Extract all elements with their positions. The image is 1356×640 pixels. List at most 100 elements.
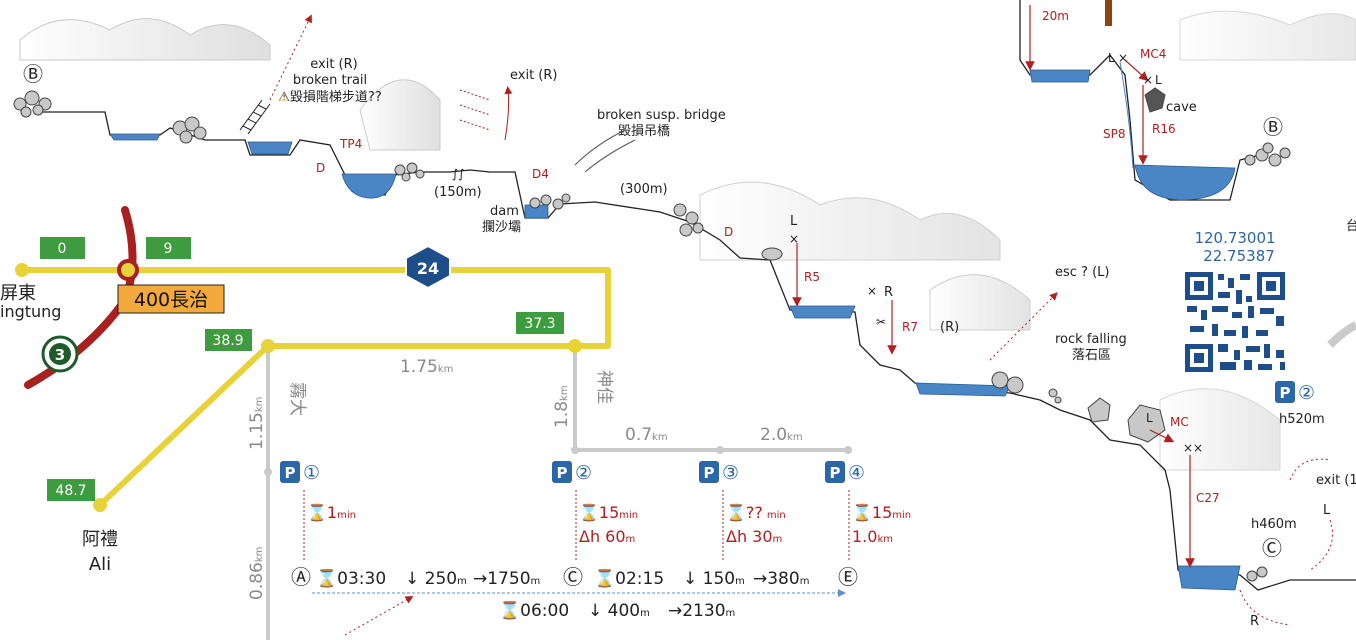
mc4: MC4 <box>1140 47 1166 61</box>
seg-0-86: 0.86 <box>247 562 267 600</box>
coord-lon: 120.73001 <box>1194 229 1275 247</box>
svg-text:0.7km: 0.7km <box>625 425 668 445</box>
seg-1-15: 1.15 <box>247 412 267 450</box>
exit-partial: exit (1 <box>1316 473 1356 488</box>
anchor-xx: ×× <box>1183 441 1203 455</box>
parking-2-right[interactable]: P ② h520m <box>1275 381 1325 427</box>
d-1: D <box>316 161 325 175</box>
parking-3-hourglass-icon: ⌛ <box>726 503 746 522</box>
place-wuda: 霧大 <box>287 382 307 416</box>
qr-code-icon[interactable] <box>1185 272 1285 372</box>
parking-4-letter: P <box>830 464 841 482</box>
parking-2[interactable]: P ② ⌛15min Δh 60m <box>552 461 638 560</box>
d-4: D4 <box>532 167 549 181</box>
parking-2-time-unit: min <box>619 510 638 521</box>
broken-bridge-icon <box>574 129 636 173</box>
parking-2-right-number: ② <box>1298 382 1315 404</box>
l-after: L <box>1155 73 1162 87</box>
parking-1-time-unit: min <box>337 510 356 521</box>
svg-text:1.8km: 1.8km <box>552 385 572 428</box>
parking-1-time: 1 <box>327 503 337 522</box>
anchor-x: × <box>789 232 799 246</box>
esc-l: esc ? (L) <box>1055 265 1109 280</box>
exit-r-1: exit (R) <box>310 57 357 72</box>
broken-trail-zh: ⚠毀損階梯步道?? <box>278 90 381 105</box>
r-mark: R <box>884 285 893 300</box>
parking-2-right-height: h520m <box>1279 412 1325 427</box>
seg-unit: km <box>254 547 265 563</box>
hourglass-icon: ⌛ <box>594 568 615 589</box>
parking-3[interactable]: P ③ ⌛??min Δh 30m <box>699 461 786 560</box>
dam-zh: 攔沙壩 <box>482 219 521 235</box>
parking-4[interactable]: P ④ ⌛15min 1.0km <box>825 461 911 560</box>
parking-1[interactable]: P ① ⌛1min <box>280 461 356 560</box>
length-300: (300m) <box>620 182 668 197</box>
rappel-arrows <box>792 5 1195 568</box>
bridge-zh: 毀損吊橋 <box>618 124 670 139</box>
highway-24-label: 24 <box>417 259 439 278</box>
place-pingtung-en: ingtung <box>0 302 61 321</box>
anchor-x: × <box>1118 51 1128 65</box>
cliff-shading <box>19 10 1356 471</box>
road-nodes <box>15 259 852 512</box>
total-distance: →2130 <box>668 601 726 621</box>
r-bottom: R <box>1250 614 1259 629</box>
ce-distance: →380 <box>753 569 800 589</box>
parking-4-time-unit: min <box>892 510 911 521</box>
length-150: (150m) <box>434 185 482 200</box>
total-time: 06:00 <box>520 601 569 621</box>
ac-distance: →1750 <box>473 569 531 589</box>
parking-3-number: ③ <box>722 462 739 484</box>
parking-2-dh: Δh 60 <box>579 527 626 546</box>
svg-text:→380m: →380m <box>753 569 809 589</box>
h460: h460m <box>1251 517 1297 532</box>
svg-text:↓ 150m: ↓ 150m <box>683 569 745 589</box>
svg-text:1.0km: 1.0km <box>852 527 893 546</box>
total-descent: ↓ 400 <box>588 601 640 621</box>
marker-b-right: Ⓑ <box>1263 115 1283 139</box>
l-3: L <box>1323 503 1331 518</box>
svg-text:⌛03:30: ⌛03:30 <box>316 568 386 589</box>
seg-unit: km <box>254 397 265 413</box>
seg-unit: km <box>559 385 570 401</box>
parking-3-time: ?? <box>746 503 763 522</box>
d-2: D <box>724 225 733 239</box>
svg-text:⌛02:15: ⌛02:15 <box>594 568 664 589</box>
seg-1-8: 1.8 <box>552 401 572 428</box>
parking-2-number: ② <box>575 462 592 484</box>
hourglass-icon: ⌛ <box>316 568 337 589</box>
dam: dam <box>490 204 519 219</box>
mc: MC <box>1170 415 1189 429</box>
svg-text:0.86km: 0.86km <box>247 547 267 600</box>
cave: cave <box>1166 100 1197 115</box>
coordinates: 120.73001 22.75387 <box>1194 229 1275 265</box>
parking-4-dist: 1.0 <box>852 527 877 546</box>
svg-text:⌛1min: ⌛1min <box>307 503 356 522</box>
broken-stair-icon <box>239 99 271 135</box>
r16: R16 <box>1152 122 1176 136</box>
parking-2-right-letter: P <box>1280 384 1291 402</box>
bridge: broken susp. bridge <box>597 108 726 123</box>
hourglass-icon: ⌛ <box>499 600 520 621</box>
parking-2-hourglass-icon: ⌛ <box>579 503 599 522</box>
highway-3-shield: 3 <box>41 335 79 373</box>
parking-1-letter: P <box>285 464 296 482</box>
seg-1-75: 1.75 <box>400 357 438 377</box>
svg-text:2.0km: 2.0km <box>760 425 803 445</box>
water-pools <box>109 69 1241 591</box>
svg-text:⌛06:00: ⌛06:00 <box>499 600 569 621</box>
waterfall-line <box>1119 61 1134 169</box>
svg-text:↓ 400m: ↓ 400m <box>588 601 650 621</box>
broken-trail: broken trail <box>293 73 367 88</box>
l-2: L <box>1146 411 1153 425</box>
parking-4-time: 15 <box>872 503 892 522</box>
point-e: Ⓔ <box>838 565 858 589</box>
r-paren: (R) <box>940 320 959 335</box>
parking-1-hourglass-icon: ⌛ <box>307 503 327 522</box>
parking-3-dh: Δh 30 <box>726 527 773 546</box>
rock-falling: rock falling <box>1055 332 1127 347</box>
seg-2-0: 2.0 <box>760 425 787 445</box>
point-c: Ⓒ <box>563 565 583 589</box>
partial-tai: 台 <box>1346 219 1356 234</box>
